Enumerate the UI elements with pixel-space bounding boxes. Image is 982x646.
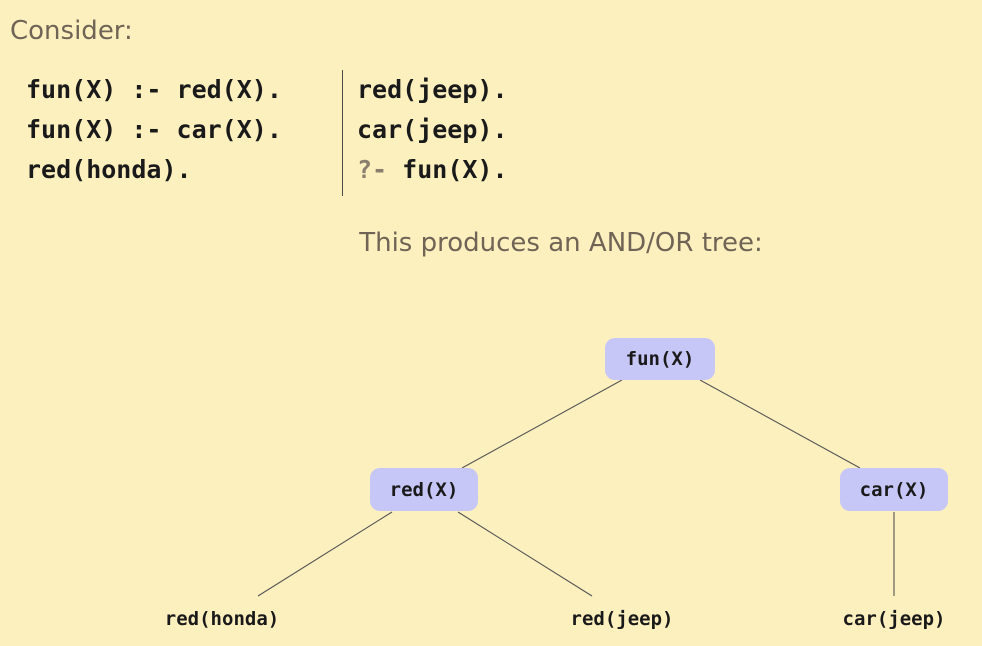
tree-node-right: car(X): [840, 468, 948, 511]
caption: This produces an AND/OR tree:: [359, 228, 763, 258]
tree-node-root: fun(X): [605, 338, 715, 380]
code-line: car(jeep).: [357, 115, 508, 144]
code-column-right: red(jeep). car(jeep). ?- fun(X).: [357, 70, 508, 196]
code-line: fun(X) :- car(X).: [26, 115, 282, 144]
query-goal: fun(X).: [402, 155, 508, 184]
heading: Consider:: [10, 16, 133, 46]
tree-node-left: red(X): [370, 468, 478, 511]
edge-root-right: [699, 379, 861, 469]
code-divider: [342, 70, 343, 196]
tree-leaf-red-honda: red(honda): [164, 608, 280, 630]
code-line: fun(X) :- red(X).: [26, 75, 282, 104]
edge-left-jeep: [457, 511, 593, 597]
query-prompt: ?-: [357, 155, 388, 184]
edge-left-honda: [257, 511, 393, 597]
code-column-left: fun(X) :- red(X). fun(X) :- car(X). red(…: [26, 70, 342, 196]
query-line: ?- fun(X).: [357, 150, 508, 190]
edge-root-left: [461, 379, 623, 469]
code-line: red(jeep).: [357, 75, 508, 104]
code-line: red(honda).: [26, 155, 192, 184]
tree-leaf-red-jeep: red(jeep): [570, 608, 674, 630]
tree-leaf-car-jeep: car(jeep): [842, 608, 946, 630]
prolog-program: fun(X) :- red(X). fun(X) :- car(X). red(…: [26, 70, 508, 196]
